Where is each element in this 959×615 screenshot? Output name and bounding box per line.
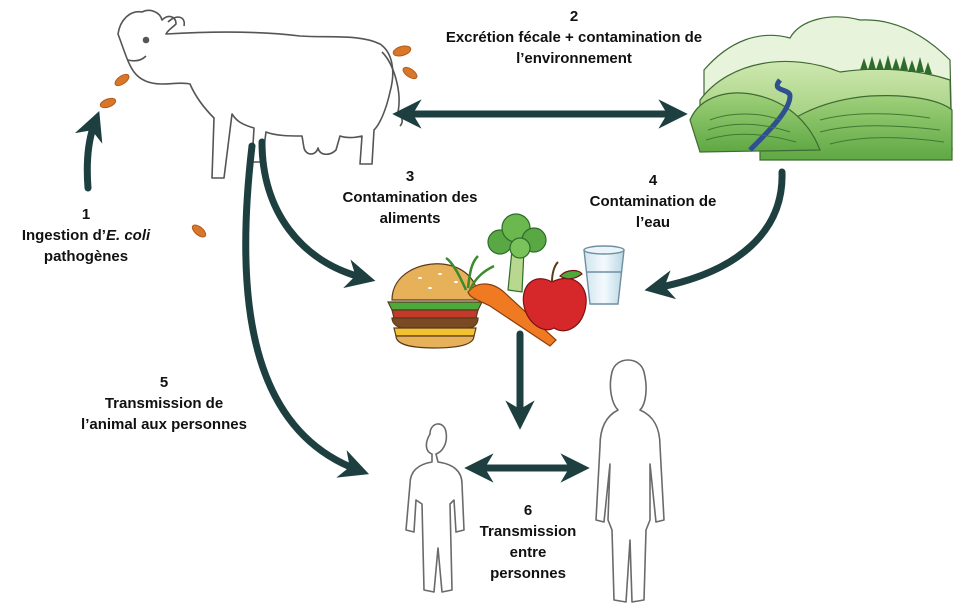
step-6-text-line2: entre bbox=[509, 544, 547, 561]
arrow-water-contamination bbox=[644, 168, 786, 300]
step-1-prefix: Ingestion d’ bbox=[21, 227, 106, 244]
step-5-label: 5 Transmission de l’animal aux personnes bbox=[58, 372, 270, 435]
step-1-italic: E. coli bbox=[105, 227, 151, 244]
arrows bbox=[74, 99, 786, 483]
step-5-text-line1: Transmission de bbox=[104, 395, 224, 412]
step-4-number: 4 bbox=[648, 172, 658, 189]
step-3-label: 3 Contamination des aliments bbox=[318, 166, 502, 229]
arrow-ingestion bbox=[74, 111, 103, 192]
woman-icon bbox=[595, 359, 665, 603]
step-2-number: 2 bbox=[569, 8, 579, 25]
broccoli-icon bbox=[487, 213, 547, 293]
step-2-label: 2 Excrétion fécale + contamination de l’… bbox=[404, 6, 744, 69]
child-icon bbox=[405, 423, 465, 593]
bacteria-icon bbox=[99, 45, 418, 238]
step-2-text-line1: Excrétion fécale + contamination de bbox=[445, 29, 703, 46]
step-5-text-line2: l’animal aux personnes bbox=[81, 416, 247, 433]
step-6-label: 6 Transmission entre personnes bbox=[460, 500, 596, 584]
carrot-icon bbox=[445, 255, 557, 347]
step-4-label: 4 Contamination de l’eau bbox=[568, 170, 738, 233]
step-6-text-line1: Transmission bbox=[479, 523, 577, 540]
step-1-number: 1 bbox=[81, 206, 91, 223]
arrow-animal-to-people bbox=[242, 142, 370, 478]
step-1-text-line1: Ingestion d’E. coli bbox=[4, 225, 168, 246]
step-6-text-line3: personnes bbox=[490, 565, 566, 582]
step-3-text-line2: aliments bbox=[379, 210, 441, 227]
step-5-number: 5 bbox=[159, 374, 169, 391]
step-1-text-line2: pathogènes bbox=[43, 248, 129, 265]
cow-icon bbox=[117, 9, 403, 179]
step-4-text-line1: Contamination de bbox=[589, 193, 717, 210]
step-4-text-line2: l’eau bbox=[635, 214, 671, 231]
step-6-number: 6 bbox=[523, 502, 533, 519]
step-3-text-line1: Contamination des bbox=[342, 189, 478, 206]
water-glass-icon bbox=[583, 245, 625, 305]
step-1-label: 1 Ingestion d’E. coli pathogènes bbox=[4, 204, 168, 267]
apple-icon bbox=[522, 261, 587, 332]
landscape-icon bbox=[689, 16, 953, 161]
arrow-food-contamination bbox=[258, 138, 376, 288]
burger-icon bbox=[387, 263, 483, 349]
step-2-text-line2: l’environnement bbox=[516, 50, 632, 67]
step-3-number: 3 bbox=[405, 168, 415, 185]
